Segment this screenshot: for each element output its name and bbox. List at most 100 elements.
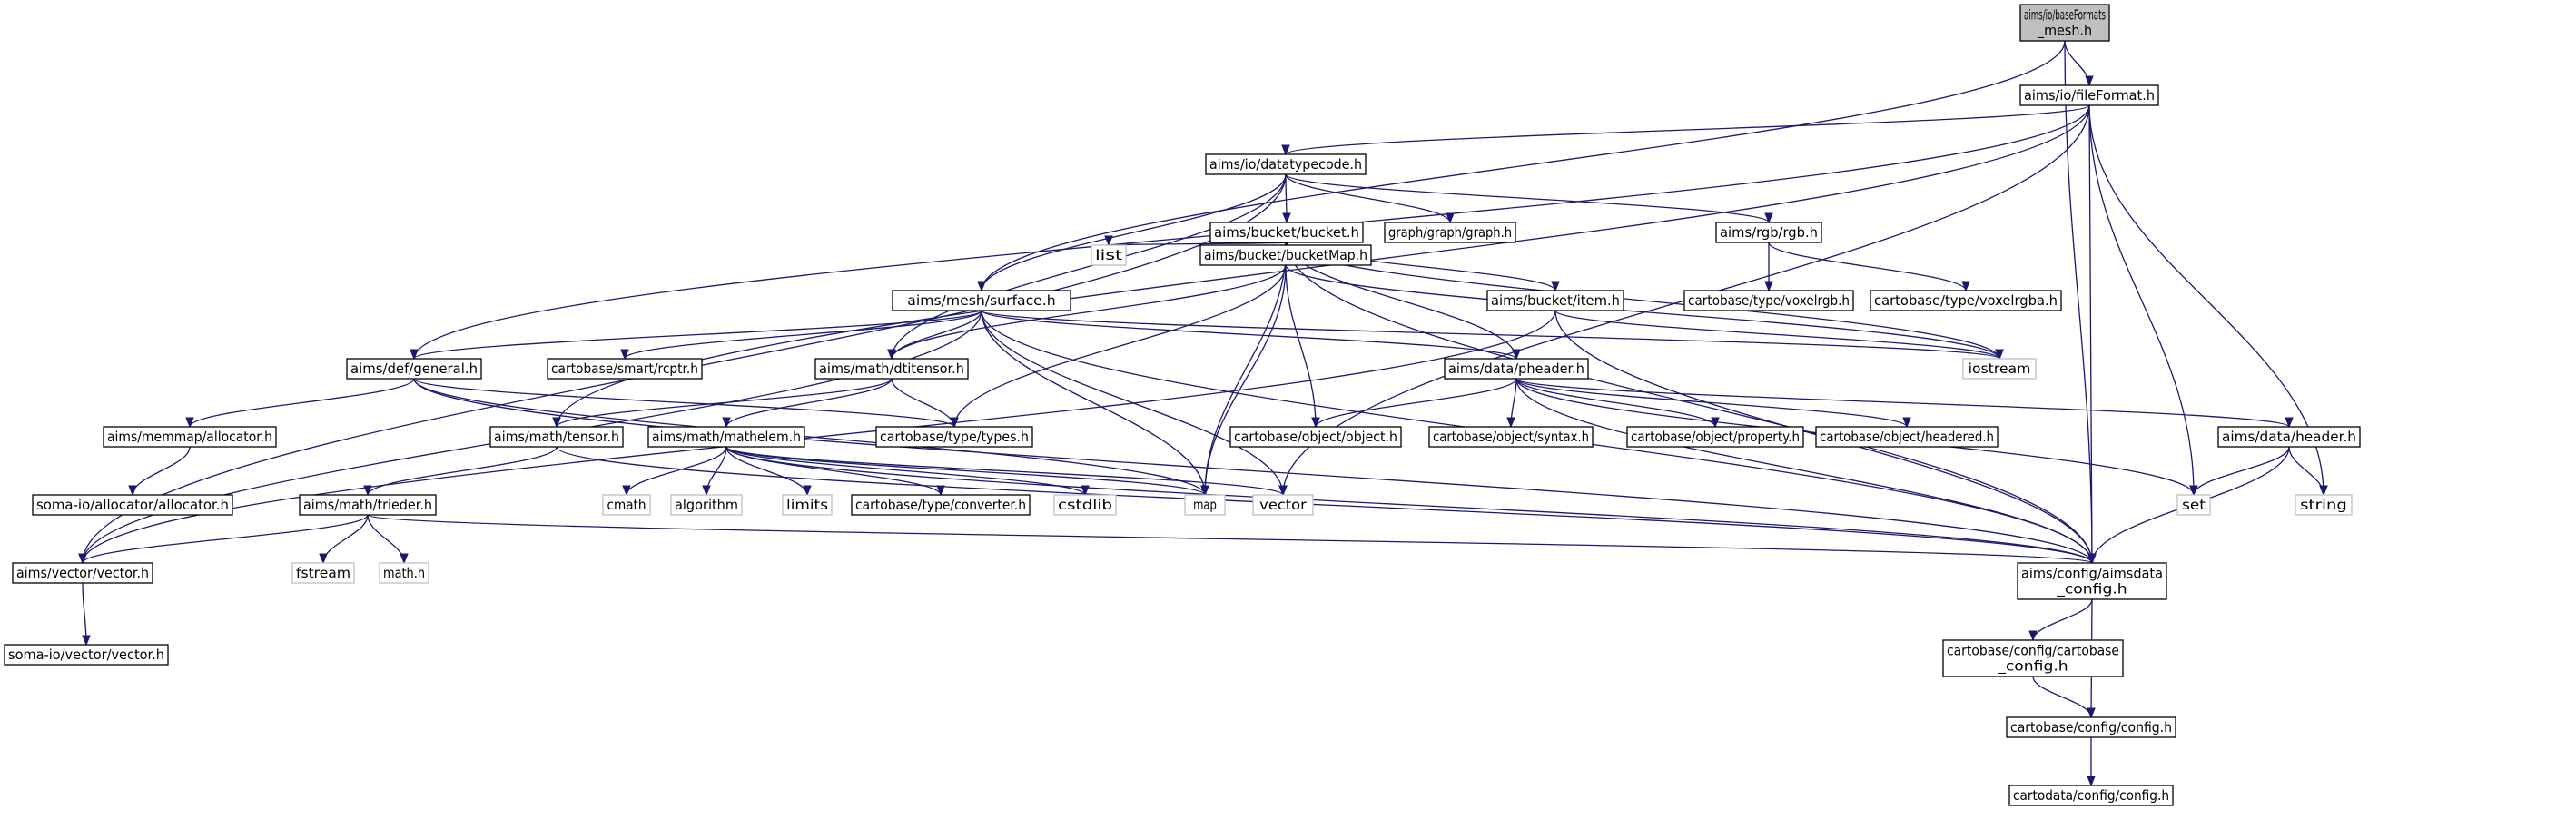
- node-voxelrgba[interactable]: cartobase/type/voxelrgba.h: [1870, 290, 2062, 311]
- node-label: fstream: [296, 565, 350, 581]
- node-box: [2019, 84, 2159, 106]
- edge-arrowhead: [1551, 281, 1560, 292]
- edge-arrowhead: [2189, 485, 2198, 497]
- node-bucketMap[interactable]: aims/bucket/bucketMap.h: [1199, 244, 1372, 266]
- node-types[interactable]: cartobase/type/types.h: [875, 426, 1033, 448]
- node-header[interactable]: aims/data/header.h: [2217, 426, 2361, 448]
- node-box: [647, 426, 805, 448]
- node-label: cartobase/type/voxelrgba.h: [1874, 292, 2058, 309]
- node-mathelem[interactable]: aims/math/mathelem.h: [647, 426, 805, 448]
- node-allocator[interactable]: aims/memmap/allocator.h: [103, 426, 277, 448]
- node-tensor[interactable]: aims/math/tensor.h: [489, 426, 624, 448]
- node-box: [547, 358, 703, 380]
- node-cartobase_config[interactable]: cartobase/config/cartobase_config.h: [1942, 639, 2124, 677]
- node-property[interactable]: cartobase/object/property.h: [1626, 426, 1804, 448]
- edge-pheader-to-header: [1515, 378, 2294, 429]
- node-rgb[interactable]: aims/rgb/rgb.h: [1715, 222, 1822, 243]
- edge-mathelem-to-cstdlib: [725, 446, 1090, 497]
- node-bucket[interactable]: aims/bucket/bucket.h: [1209, 222, 1364, 243]
- node-label: aims/rgb/rgb.h: [1720, 224, 1818, 241]
- node-label: aims/data/pheader.h: [1448, 361, 1584, 377]
- edge-line: [725, 446, 1284, 496]
- edge-line: [189, 378, 415, 428]
- node-box: [1870, 290, 2062, 311]
- edge-line: [413, 378, 1206, 496]
- node-dtitensor[interactable]: aims/math/dtitensor.h: [814, 358, 969, 380]
- node-somaalloc[interactable]: soma-io/allocator/allocator.h: [32, 494, 233, 516]
- node-mathh: math.h: [379, 562, 429, 584]
- node-voxelrgb[interactable]: cartobase/type/voxelrgb.h: [1683, 290, 1854, 311]
- edge-line: [82, 514, 369, 564]
- node-label: set: [2182, 497, 2206, 513]
- node-label: soma-io/vector/vector.h: [8, 647, 164, 663]
- node-label: cartobase/config/cartobase: [1947, 643, 2119, 659]
- edge-trieder-to-fstream: [319, 514, 369, 565]
- node-converter[interactable]: cartobase/type/converter.h: [851, 494, 1031, 516]
- edge-mathelem-to-map: [725, 446, 1209, 497]
- node-syntax[interactable]: cartobase/object/syntax.h: [1428, 426, 1594, 448]
- node-label: math.h: [383, 565, 425, 581]
- edge-line: [725, 378, 893, 428]
- edge-arrowhead: [622, 485, 631, 497]
- node-box: [1091, 244, 1127, 266]
- node-label: cartodata/config/config.h: [2013, 787, 2169, 804]
- edge-fileFormat-to-aimsdata_config: [2087, 104, 2097, 565]
- edge-pheader-to-headered: [1515, 378, 1911, 429]
- node-cdconfig[interactable]: cartodata/config/config.h: [2008, 785, 2174, 806]
- node-vectorh[interactable]: aims/vector/vector.h: [12, 562, 153, 584]
- node-object[interactable]: cartobase/object/object.h: [1229, 426, 1402, 448]
- edge-surface-to-dtitensor: [887, 310, 982, 361]
- node-label: soma-io/allocator/allocator.h: [36, 497, 229, 513]
- node-label: aims/bucket/item.h: [1491, 292, 1620, 309]
- node-box: [1229, 426, 1402, 448]
- node-datatypecode[interactable]: aims/io/datatypecode.h: [1205, 153, 1367, 175]
- node-cstdlib: cstdlib: [1053, 494, 1117, 516]
- node-label: string: [2300, 497, 2347, 513]
- node-label: aims/io/baseFormats: [2024, 7, 2106, 24]
- node-root[interactable]: aims/io/baseFormats_mesh.h: [2019, 4, 2110, 42]
- node-cbconfig[interactable]: cartobase/config/config.h: [2006, 716, 2176, 738]
- node-box: [1815, 426, 1999, 448]
- edge-pheader-to-syntax: [1506, 378, 1517, 429]
- edge-rgb-to-voxelrgb: [1764, 242, 1773, 292]
- node-somavector[interactable]: soma-io/vector/vector.h: [4, 644, 169, 666]
- edge-line: [367, 514, 405, 564]
- edge-arrowhead: [2285, 417, 2294, 429]
- edge-arrowhead: [128, 485, 137, 497]
- edge-surface-to-map: [981, 310, 1209, 497]
- edge-fileFormat-to-datatypecode: [1281, 104, 2090, 156]
- edge-mathelem-to-cmath: [622, 446, 727, 497]
- edge-arrowhead: [1764, 212, 1773, 224]
- node-box: [670, 494, 743, 516]
- edge-arrowhead: [1282, 212, 1291, 224]
- edge-line: [981, 310, 2000, 360]
- node-box: [1199, 244, 1372, 266]
- node-headered[interactable]: cartobase/object/headered.h: [1815, 426, 1999, 448]
- node-label: cstdlib: [1058, 497, 1112, 513]
- edge-arrowhead: [410, 349, 419, 361]
- edge-line: [1204, 242, 1288, 496]
- edge-arrowhead: [2087, 553, 2097, 565]
- node-rcptr[interactable]: cartobase/smart/rcptr.h: [547, 358, 703, 380]
- node-surface[interactable]: aims/mesh/surface.h: [892, 290, 1071, 311]
- node-box: [2217, 426, 2361, 448]
- edge-surface-to-general: [410, 310, 982, 361]
- node-box: [2006, 716, 2176, 738]
- node-trieder[interactable]: aims/math/trieder.h: [299, 494, 437, 516]
- node-general[interactable]: aims/def/general.h: [346, 358, 482, 380]
- node-graph[interactable]: graph/graph/graph.h: [1384, 222, 1516, 243]
- edge-line: [1204, 264, 1287, 496]
- node-box: [4, 644, 169, 666]
- node-pheader[interactable]: aims/data/pheader.h: [1444, 358, 1589, 380]
- node-fileFormat[interactable]: aims/io/fileFormat.h: [2019, 84, 2159, 106]
- node-item[interactable]: aims/bucket/item.h: [1486, 290, 1624, 311]
- node-list: list: [1091, 244, 1127, 266]
- node-vector: vector: [1252, 494, 1314, 516]
- edge-trieder-to-vectorh: [78, 514, 369, 565]
- edge-rgb-to-voxelrgba: [1768, 242, 1970, 292]
- node-aimsdata_config[interactable]: aims/config/aimsdata_config.h: [2017, 562, 2167, 600]
- node-label: aims/config/aimsdata: [2021, 566, 2163, 582]
- edge-line: [981, 40, 2066, 291]
- node-box: [1053, 494, 1117, 516]
- node-label: aims/data/header.h: [2222, 429, 2356, 445]
